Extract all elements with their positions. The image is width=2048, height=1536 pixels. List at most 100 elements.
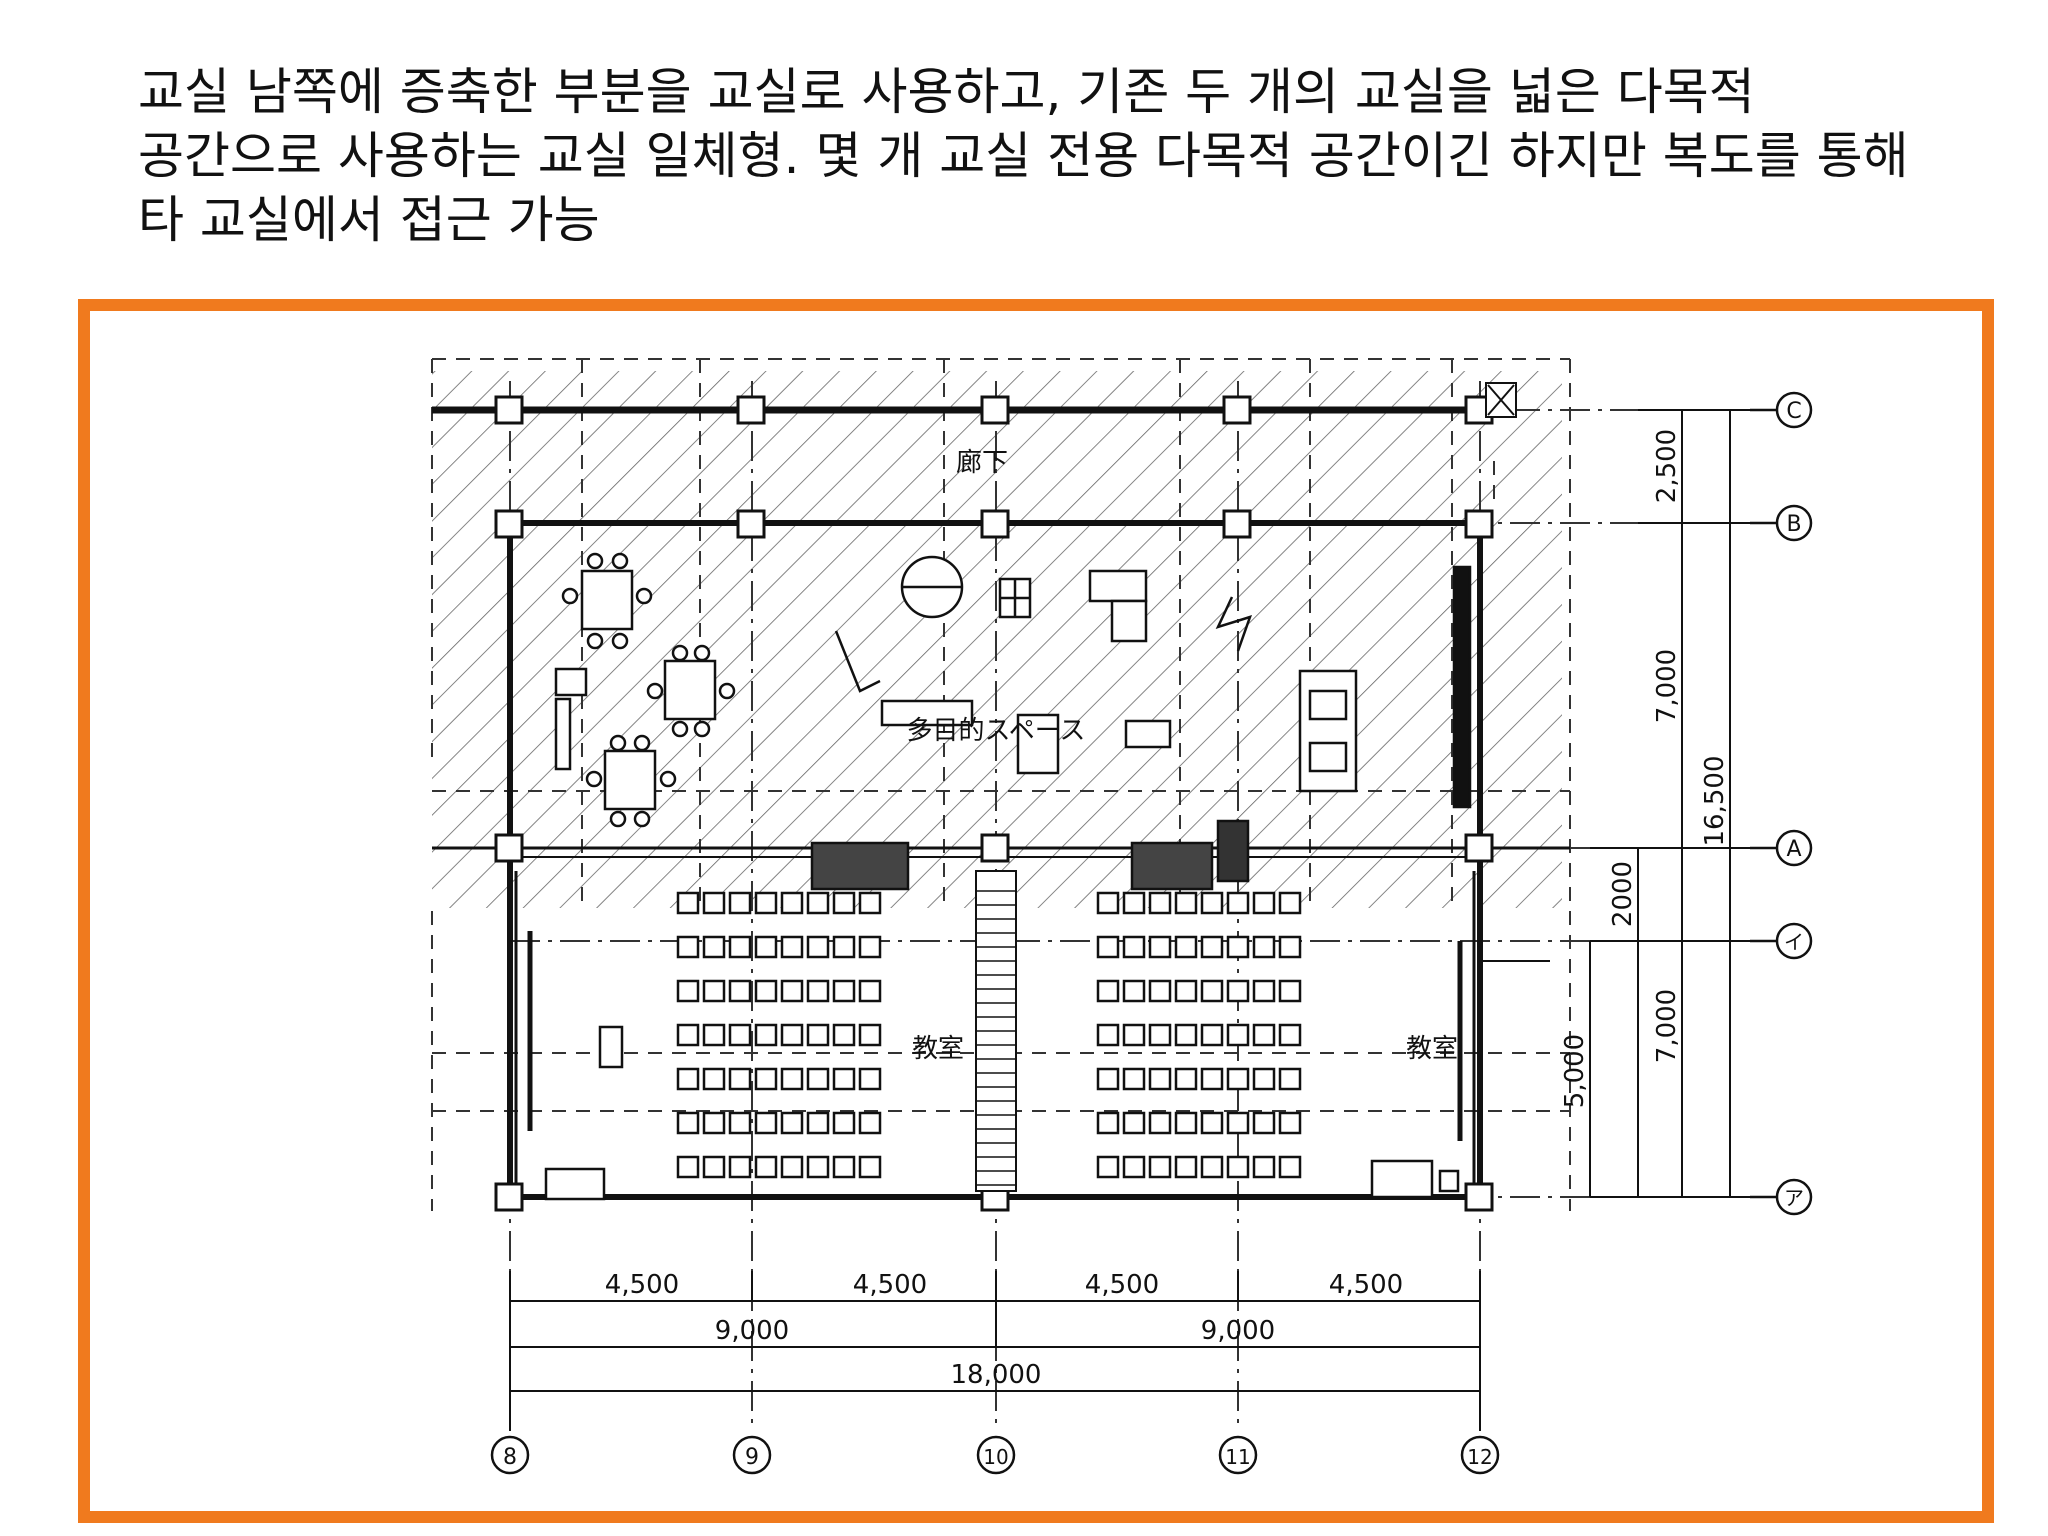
desk (1226, 1067, 1250, 1091)
desk (754, 979, 778, 1003)
desk (1226, 1023, 1250, 1047)
desk (1096, 935, 1120, 959)
multipurpose-label: 多目的スペース (907, 716, 1086, 746)
desk (1174, 1111, 1198, 1135)
caption: 교실 남쪽에 증축한 부분을 교실로 사용하고, 기존 두 개의 교실을 넓은 … (138, 60, 1998, 252)
desk (728, 1023, 752, 1047)
desk (1278, 979, 1302, 1003)
desk (780, 979, 804, 1003)
desk (754, 1023, 778, 1047)
desk (1174, 1067, 1198, 1091)
col-label-8: 8 (503, 1445, 517, 1470)
desk (858, 891, 882, 915)
desk (806, 1155, 830, 1179)
desk (1122, 935, 1146, 959)
desk (806, 1023, 830, 1047)
desk (1122, 1023, 1146, 1047)
desk (858, 1111, 882, 1135)
desk (702, 1111, 726, 1135)
column-bubbles (490, 1435, 1500, 1475)
desk (1174, 935, 1198, 959)
desk (1174, 891, 1198, 915)
desk (1200, 1023, 1224, 1047)
desk (1096, 1111, 1120, 1135)
desk (728, 1067, 752, 1091)
bottom-dimension-lines (509, 1271, 1481, 1431)
desk (780, 935, 804, 959)
dim-bottom-5: 9,000 (715, 1316, 789, 1346)
dim-bottom-1: 4,500 (605, 1270, 679, 1300)
desk (832, 1067, 856, 1091)
teacher-desks (544, 1025, 1460, 1201)
dim-bottom-4: 4,500 (1329, 1270, 1403, 1300)
dim-right-2500: 2,500 (1652, 429, 1682, 503)
desk (754, 1155, 778, 1179)
desk (754, 891, 778, 915)
dim-right-7000-top: 7,000 (1652, 649, 1682, 723)
dim-right-2000: 2000 (1608, 861, 1638, 927)
desk (780, 1111, 804, 1135)
desk (1174, 979, 1198, 1003)
desk (858, 1067, 882, 1091)
desk (1122, 979, 1146, 1003)
desk (806, 979, 830, 1003)
desk (1148, 1067, 1172, 1091)
desk (702, 1067, 726, 1091)
desk (1200, 1067, 1224, 1091)
desk (1252, 935, 1276, 959)
desk (1226, 1111, 1250, 1135)
desk (1278, 891, 1302, 915)
desk (1122, 891, 1146, 915)
col-label-12: 12 (1467, 1445, 1492, 1469)
desk (676, 1111, 700, 1135)
desk (858, 979, 882, 1003)
row-bubbles (1750, 391, 1813, 1216)
desk (1096, 979, 1120, 1003)
desk (1200, 891, 1224, 915)
col-label-10: 10 (983, 1445, 1008, 1469)
desk (832, 1111, 856, 1135)
desk (1122, 1111, 1146, 1135)
row-label-c: C (1786, 399, 1801, 424)
desk (676, 935, 700, 959)
caption-line-3: 타 교실에서 접근 가능 (138, 191, 600, 249)
stairs-icon (1485, 382, 1517, 418)
desk (858, 1023, 882, 1047)
desk (676, 1023, 700, 1047)
classroom-right-label: 教室 (1406, 1034, 1458, 1064)
dim-right-total: 16,500 (1700, 756, 1730, 847)
desk (858, 935, 882, 959)
desk (806, 1067, 830, 1091)
desk (1148, 935, 1172, 959)
desk (1200, 1155, 1224, 1179)
desk (754, 1111, 778, 1135)
desk (1252, 1155, 1276, 1179)
desk (1148, 979, 1172, 1003)
desk (1200, 935, 1224, 959)
desk (1226, 891, 1250, 915)
right-dimension-lines (1589, 409, 1750, 1198)
desk (806, 1111, 830, 1135)
desk (780, 1023, 804, 1047)
desk (1148, 1023, 1172, 1047)
row-label-a: A (1786, 837, 1801, 862)
desk (780, 1155, 804, 1179)
desk (858, 1155, 882, 1179)
desk (1252, 1111, 1276, 1135)
desk (702, 891, 726, 915)
desk (728, 891, 752, 915)
dim-right-7000-bottom: 7,000 (1652, 989, 1682, 1063)
row-label-b: B (1786, 512, 1801, 537)
desk (1096, 1155, 1120, 1179)
desk (1226, 979, 1250, 1003)
desk (1096, 1023, 1120, 1047)
desk (806, 935, 830, 959)
floor-plan-frame: 廊下 多目的スペース 教室 教室 4,500 4,500 4,500 4,500… (78, 299, 1994, 1523)
row-label-a2: ア (1784, 1186, 1804, 1210)
floor-plan: 廊下 多目的スペース 教室 教室 4,500 4,500 4,500 4,500… (431, 358, 1813, 1475)
dim-bottom-2: 4,500 (853, 1270, 927, 1300)
col-label-9: 9 (745, 1445, 759, 1470)
desk (754, 1067, 778, 1091)
desk (702, 1155, 726, 1179)
desk (1148, 891, 1172, 915)
